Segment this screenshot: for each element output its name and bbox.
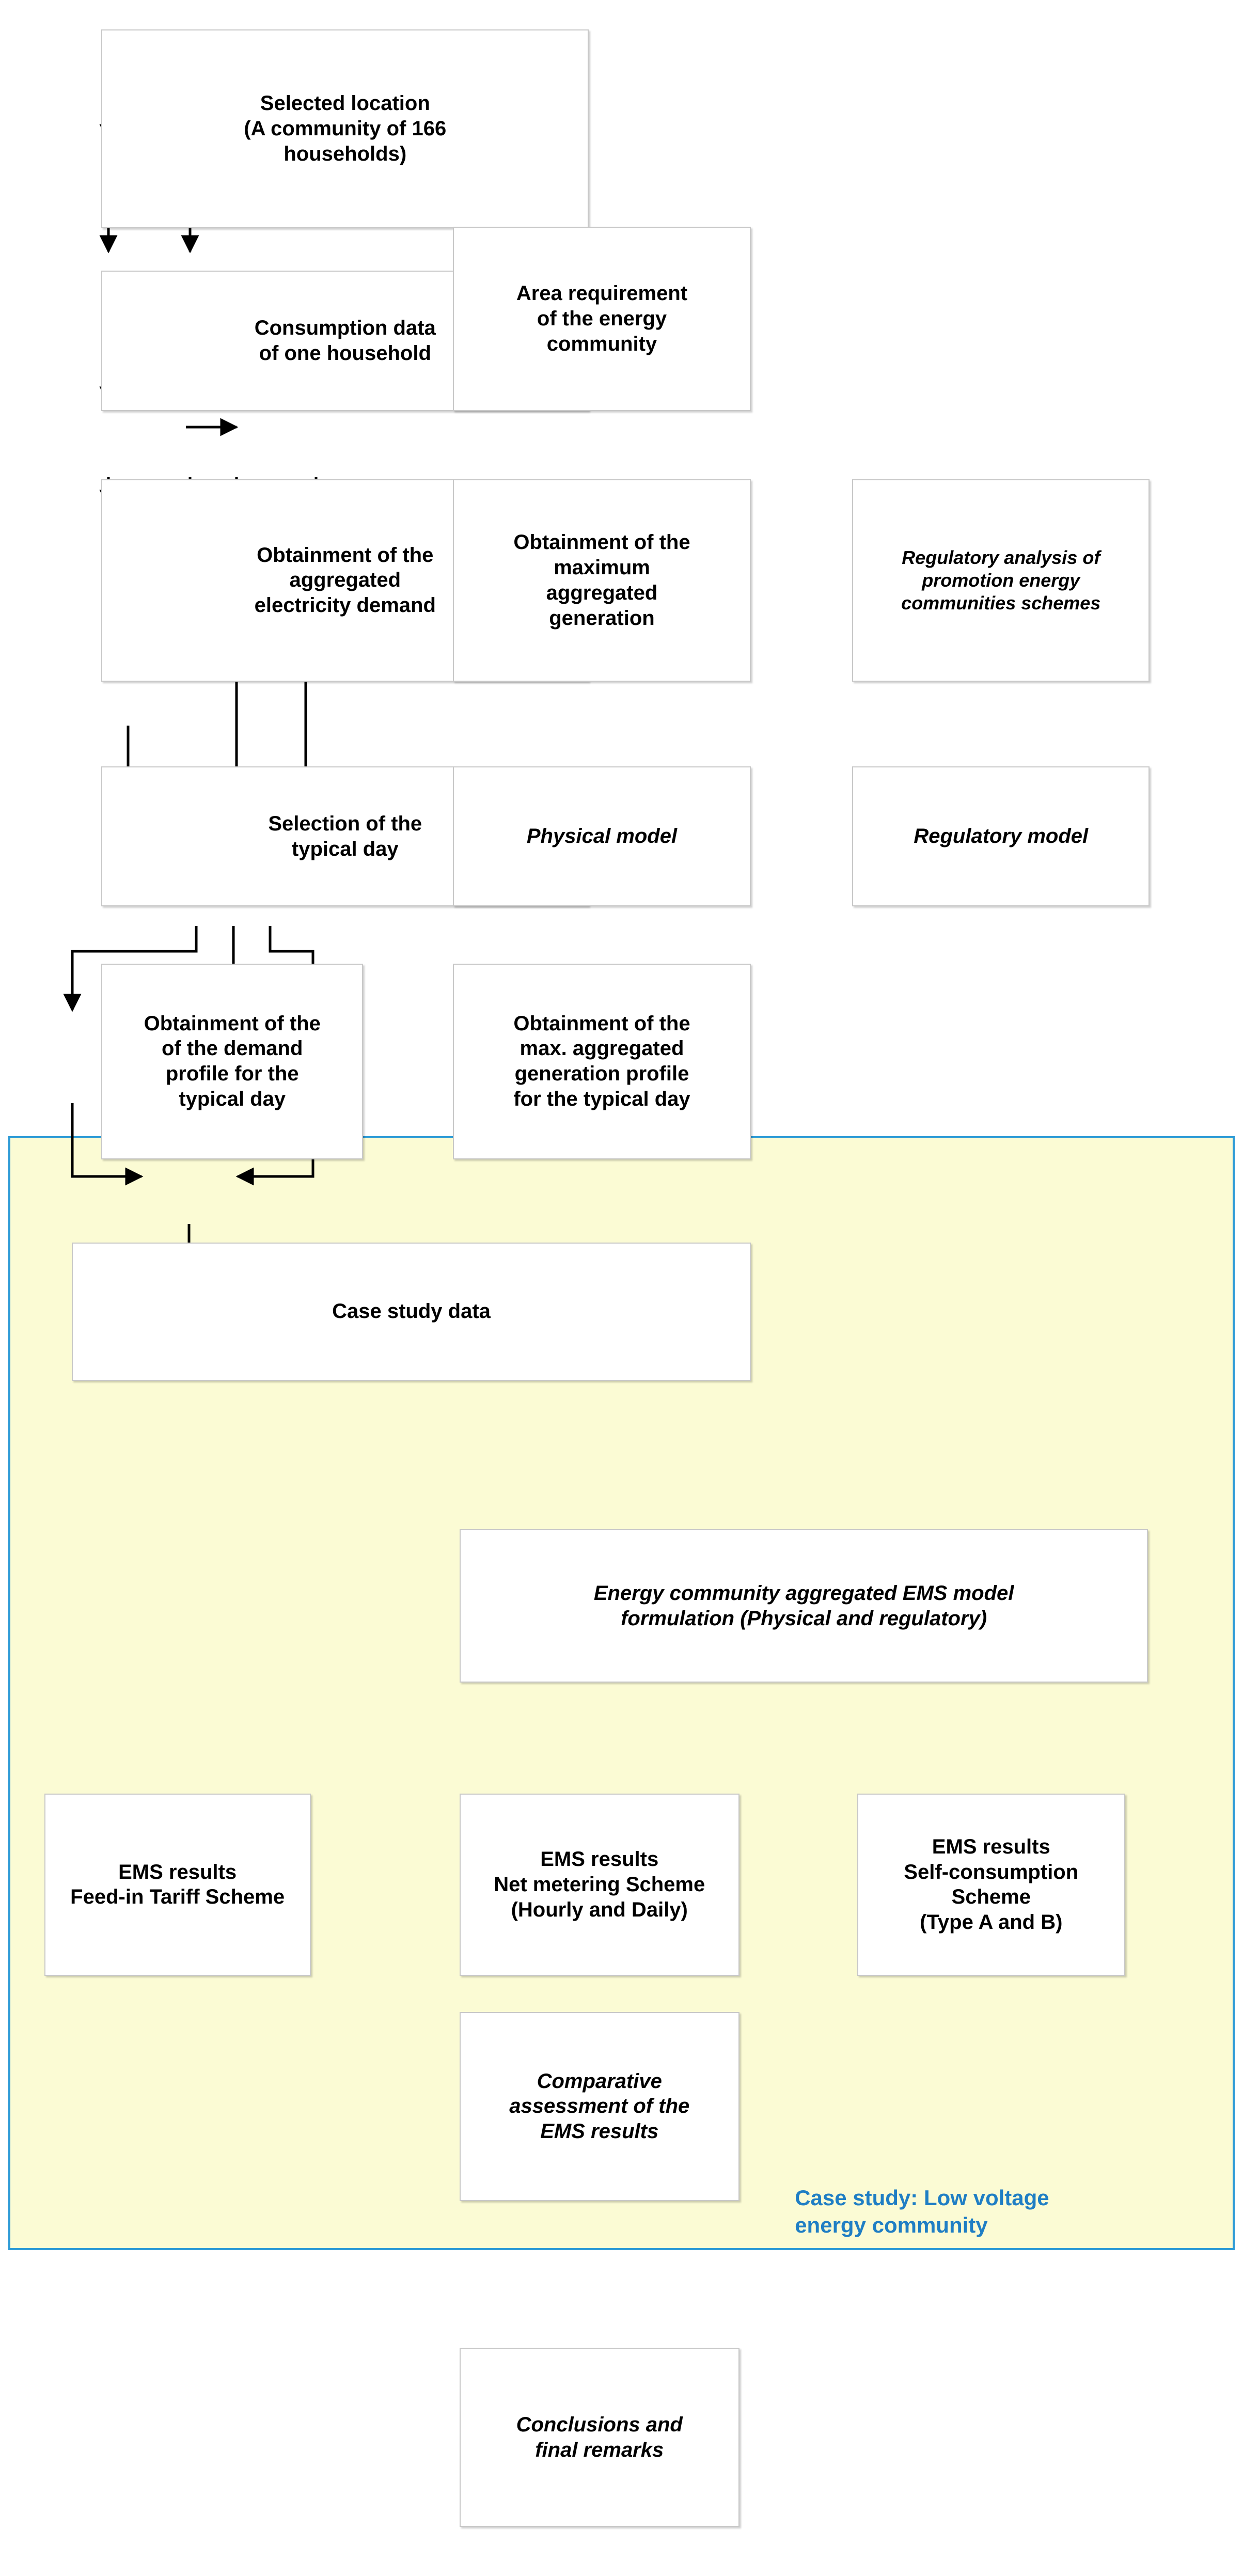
node-ems-results-fit[interactable]: EMS results Feed-in Tariff Scheme [44, 1793, 311, 1976]
node-comparative-assessment[interactable]: Comparative assessment of the EMS result… [459, 2012, 739, 2201]
node-physical-model-label: Physical model [526, 825, 678, 848]
node-aggregated-demand-label: Obtainment of the aggregated electricity… [254, 543, 436, 617]
node-regulatory-model-label: Regulatory model [914, 825, 1089, 848]
node-ems-results-self-consumption[interactable]: EMS results Self-consumption Scheme (Typ… [857, 1793, 1125, 1976]
node-ems-results-net-metering-label: EMS results Net metering Scheme (Hourly … [494, 1848, 705, 1921]
node-regulatory-analysis[interactable]: Regulatory analysis of promotion energy … [852, 479, 1150, 682]
node-demand-profile-label: Obtainment of the of the demand profile … [144, 1012, 321, 1110]
node-ems-results-net-metering[interactable]: EMS results Net metering Scheme (Hourly … [459, 1793, 739, 1976]
node-area-requirement-label: Area requirement of the energy community [516, 281, 688, 355]
node-selected-location[interactable]: Selected location (A community of 166 ho… [101, 29, 589, 228]
node-maximum-generation[interactable]: Obtainment of the maximum aggregated gen… [453, 479, 751, 682]
node-demand-profile[interactable]: Obtainment of the of the demand profile … [101, 963, 364, 1159]
node-ems-model-formulation[interactable]: Energy community aggregated EMS model fo… [459, 1529, 1148, 1683]
node-area-requirement[interactable]: Area requirement of the energy community [453, 226, 751, 411]
node-generation-profile-label: Obtainment of the max. aggregated genera… [513, 1012, 690, 1110]
node-selected-location-label: Selected location (A community of 166 ho… [244, 92, 447, 165]
node-ems-results-fit-label: EMS results Feed-in Tariff Scheme [70, 1860, 285, 1909]
node-maximum-generation-label: Obtainment of the maximum aggregated gen… [513, 531, 690, 630]
node-typical-day-label: Selection of the typical day [268, 812, 422, 860]
node-ems-model-formulation-label: Energy community aggregated EMS model fo… [593, 1581, 1014, 1630]
case-study-region-label: Case study: Low voltage energy community [795, 2186, 1049, 2237]
node-case-study-data[interactable]: Case study data [72, 1242, 751, 1381]
node-comparative-assessment-label: Comparative assessment of the EMS result… [509, 2069, 690, 2143]
node-generation-profile[interactable]: Obtainment of the max. aggregated genera… [453, 963, 751, 1159]
node-conclusions[interactable]: Conclusions and final remarks [459, 2348, 739, 2527]
node-physical-model[interactable]: Physical model [453, 766, 751, 907]
node-regulatory-model[interactable]: Regulatory model [852, 766, 1150, 907]
node-conclusions-label: Conclusions and final remarks [516, 2413, 683, 2461]
node-case-study-data-label: Case study data [332, 1300, 491, 1323]
node-consumption-data-label: Consumption data of one household [254, 316, 436, 365]
node-ems-results-self-consumption-label: EMS results Self-consumption Scheme (Typ… [904, 1835, 1079, 1934]
node-regulatory-analysis-label: Regulatory analysis of promotion energy … [901, 547, 1101, 614]
